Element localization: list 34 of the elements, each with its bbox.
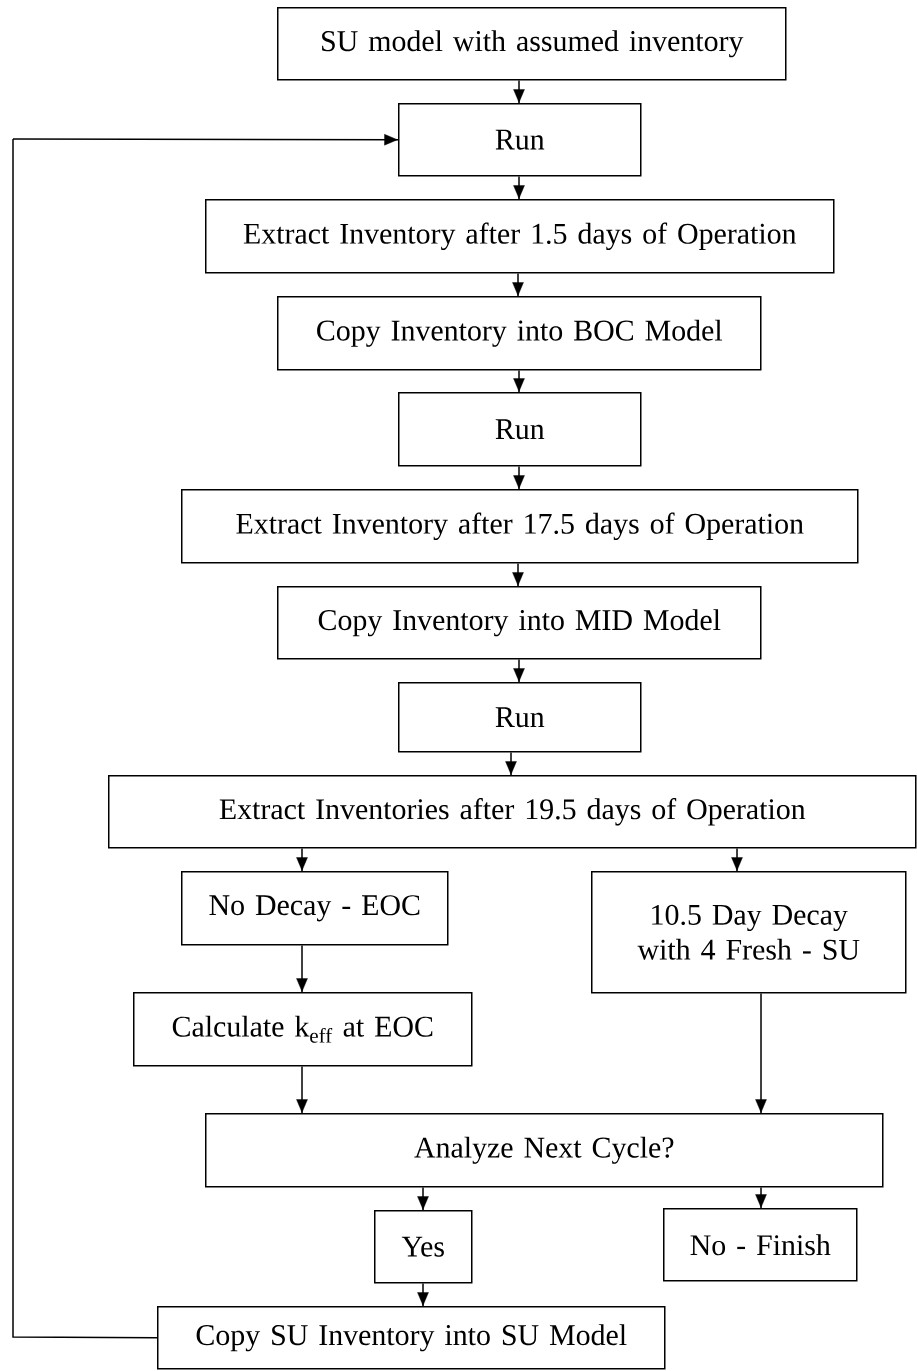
process-box: Yes (374, 1210, 473, 1284)
process-box: Copy Inventory into MID Model (277, 586, 762, 660)
process-box: Analyze Next Cycle? (205, 1113, 884, 1188)
process-box: Run (398, 682, 642, 753)
process-box: Calculate k$_{eff}$ at EOC (133, 992, 473, 1067)
process-box: Copy Inventory into BOC Model (277, 296, 762, 371)
process-box: Extract Inventories after 19.5 days of Operation (108, 775, 917, 849)
arrow (417, 1282, 429, 1307)
process-box: No - Finish (663, 1208, 858, 1282)
arrow (417, 1186, 429, 1211)
arrow (513, 79, 525, 104)
arrow (296, 944, 308, 993)
arrow (512, 562, 524, 587)
arrow (12, 134, 399, 146)
arrow (731, 847, 743, 872)
arrow (513, 369, 525, 393)
process-box: SU model with assumed inventory (277, 7, 787, 81)
process-box: Run (398, 103, 642, 177)
process-box: Extract Inventory after 1.5 days of Operation (205, 199, 835, 274)
process-box: No Decay - EOC (181, 871, 449, 946)
arrow (513, 658, 525, 683)
arrow (512, 272, 524, 297)
process-box: Run (398, 392, 642, 467)
connector-line (12, 138, 158, 1339)
arrow (755, 992, 767, 1114)
process-box: 10.5 Day Decay with 4 Fresh - SU (591, 871, 907, 994)
process-box: Copy SU Inventory into SU Model (157, 1306, 666, 1370)
arrow (296, 1065, 308, 1114)
arrow (755, 1186, 767, 1209)
arrow (296, 847, 308, 872)
arrow (513, 175, 525, 200)
arrow (505, 751, 517, 776)
arrow (513, 465, 525, 490)
process-box: Extract Inventory after 17.5 days of Operation (181, 489, 859, 564)
